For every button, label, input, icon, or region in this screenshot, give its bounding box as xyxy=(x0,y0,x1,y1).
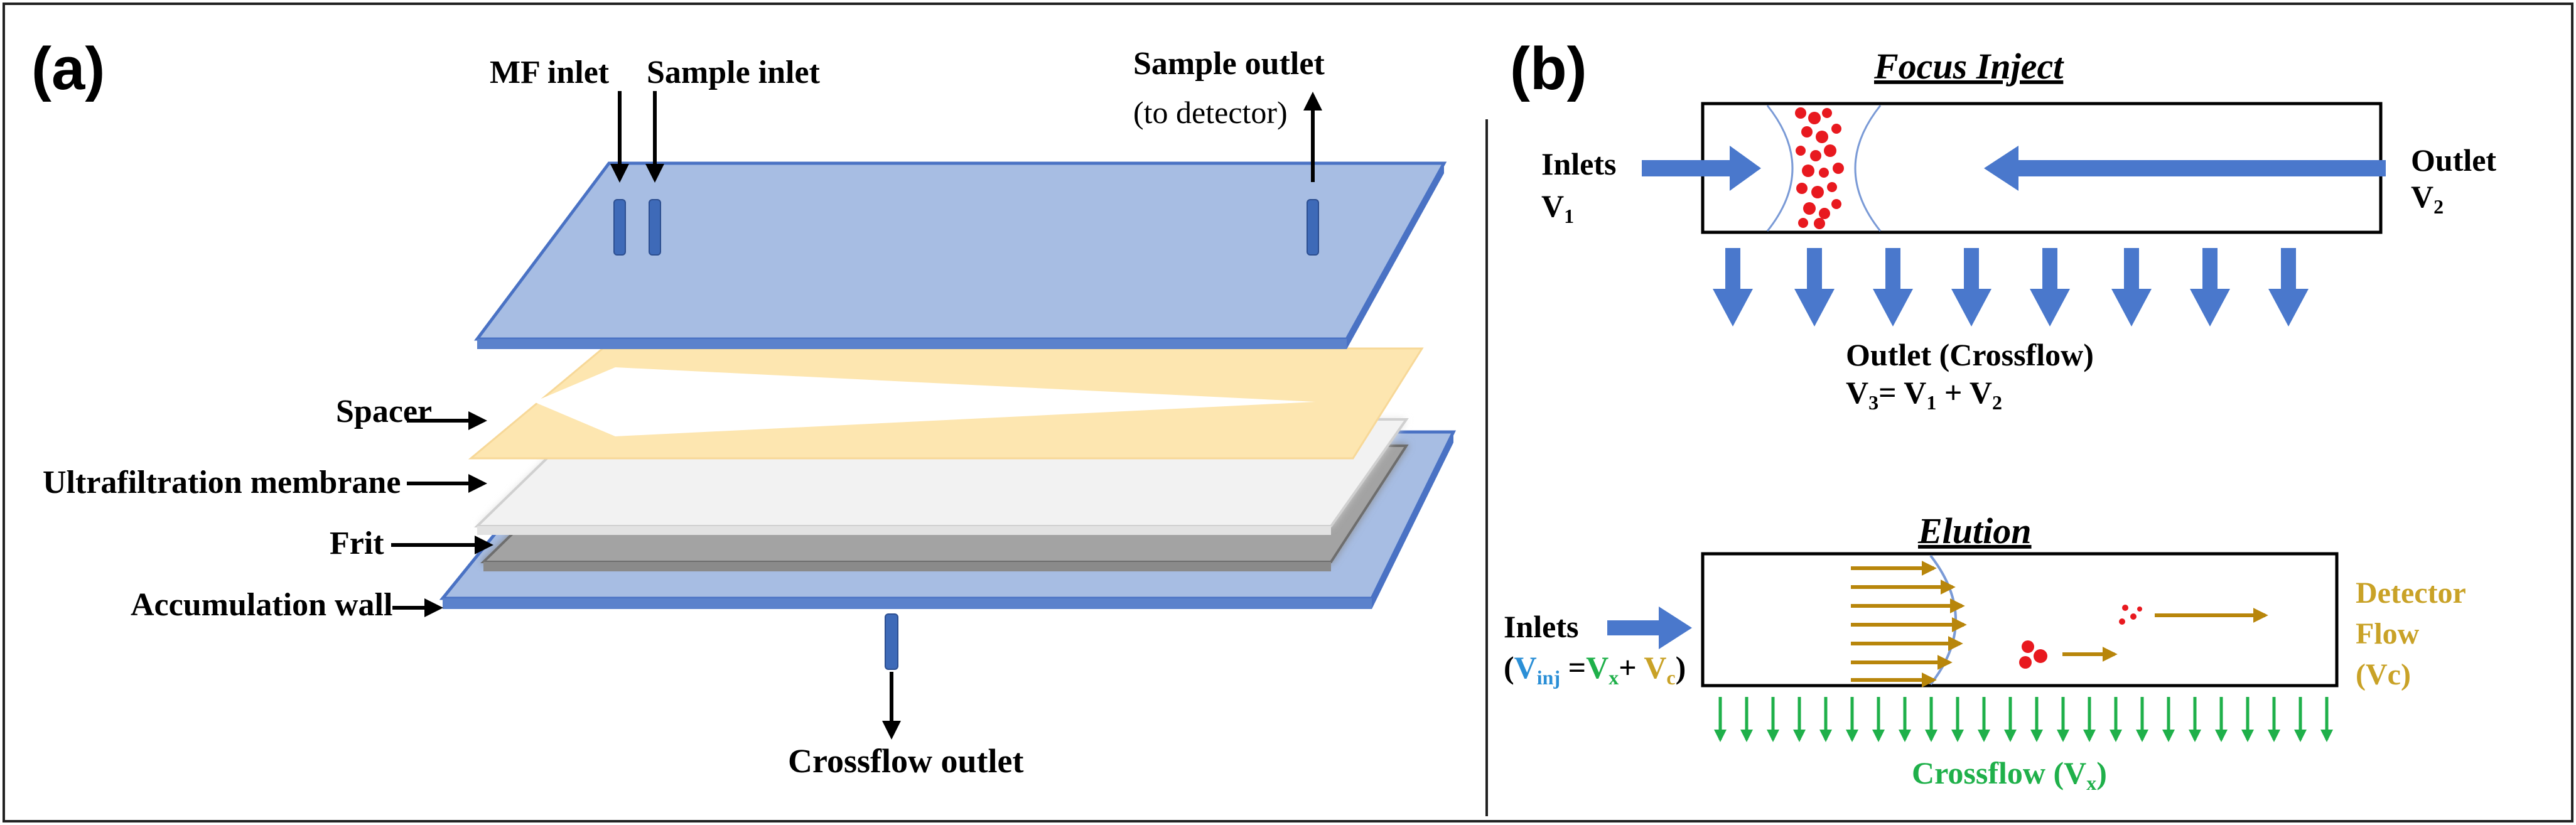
elution-inlet-arrow xyxy=(1607,607,1692,649)
detector-flow-label-3: (Vc) xyxy=(2356,658,2411,691)
spacer-channel xyxy=(534,367,1315,436)
detector-flow-label-1: Detector xyxy=(2356,576,2466,610)
focus-outlet-label: Outlet xyxy=(2411,143,2496,178)
membrane-label: Ultrafiltration membrane xyxy=(43,465,401,500)
focus-v2-label: V2 xyxy=(2411,179,2444,218)
down-arrow xyxy=(2268,248,2309,326)
focus-band-right-edge xyxy=(1854,105,1882,232)
focus-band-left-edge xyxy=(1766,105,1794,232)
sample-outlet-port xyxy=(1307,199,1319,256)
focus-inlet-arrow xyxy=(1642,146,1761,191)
crossflow-vx-label: Crossflow (Vx) xyxy=(1912,755,2107,794)
down-arrow xyxy=(1794,248,1835,326)
elution-title: Elution xyxy=(1917,510,2032,551)
crossflow-outlet-label: Crossflow outlet xyxy=(788,742,1023,780)
spacer-label: Spacer xyxy=(336,394,432,429)
sample-inlet-port xyxy=(649,199,661,256)
crossflow-outlet-port xyxy=(885,613,898,670)
frit-label: Frit xyxy=(330,526,384,561)
down-arrow xyxy=(1951,248,1991,326)
sample-inlet-label: Sample inlet xyxy=(647,55,821,90)
elution-channel xyxy=(1701,552,2339,688)
focus-crossflow-arrows xyxy=(1713,248,2309,326)
down-arrow xyxy=(1873,248,1913,326)
mf-inlet-label: MF inlet xyxy=(490,55,610,90)
spacer-layer xyxy=(468,347,1424,460)
focus-v3-equation: V3= V1 + V2 xyxy=(1846,375,2002,414)
down-arrow xyxy=(1713,248,1753,326)
down-arrow xyxy=(2190,248,2230,326)
down-arrow xyxy=(2030,248,2070,326)
top-plate xyxy=(474,161,1447,349)
elution-crossflow-arrows xyxy=(1714,697,2333,742)
parabolic-flow-arrows xyxy=(1851,561,1967,688)
sample-outlet-label: Sample outlet xyxy=(1133,46,1325,82)
to-detector-label: (to detector) xyxy=(1133,95,1288,130)
focus-inject-title: Focus Inject xyxy=(1873,46,2064,87)
focused-particles xyxy=(1795,107,1844,229)
small-particles xyxy=(2119,605,2142,625)
down-arrow xyxy=(2111,248,2152,326)
mf-inlet-port xyxy=(613,199,626,256)
panel-a-label: (a) xyxy=(31,35,105,102)
accumulation-wall-label: Accumulation wall xyxy=(131,587,392,623)
figure-border xyxy=(3,3,2573,822)
focus-crossflow-outlet-label: Outlet (Crossflow) xyxy=(1846,337,2094,372)
focus-inlets-label: Inlets xyxy=(1541,146,1616,181)
detector-flow-label-2: Flow xyxy=(2356,617,2420,650)
elution-injection-equation: (Vinj =Vx+ Vc) xyxy=(1504,650,1686,689)
elution-inlets-label: Inlets xyxy=(1504,609,1578,644)
focus-v1-label: V1 xyxy=(1541,188,1574,227)
panel-b-label: (b) xyxy=(1510,35,1587,102)
focus-outlet-arrow xyxy=(1984,146,2386,191)
large-particles xyxy=(2019,640,2047,669)
